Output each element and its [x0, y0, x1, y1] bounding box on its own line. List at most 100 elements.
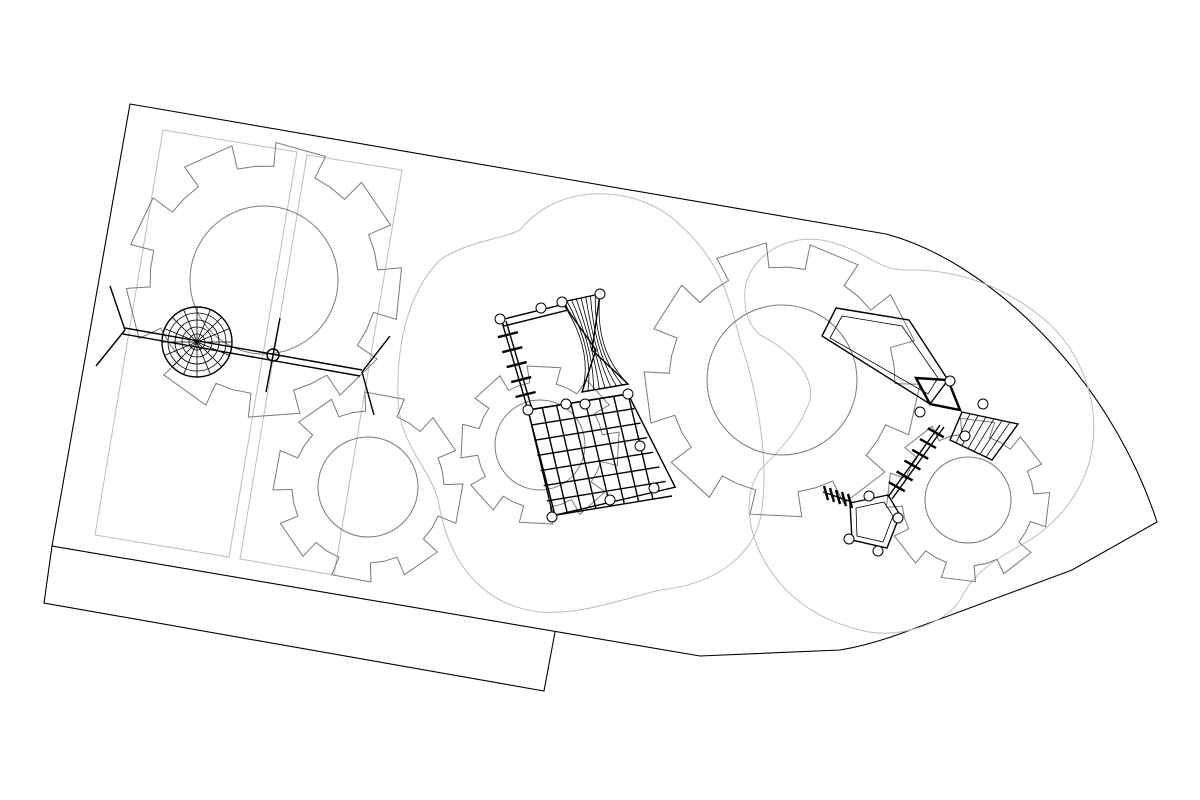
ladder-rung: [896, 470, 914, 482]
rope-climbing-net: [494, 288, 677, 523]
ladder-rung: [846, 493, 854, 509]
bridge-rope: [585, 296, 612, 388]
post: [594, 288, 606, 300]
spinner-beam-edge: [122, 333, 361, 377]
net-rope: [570, 402, 597, 509]
net-rope: [541, 407, 568, 514]
chain-ladder: [497, 320, 536, 411]
net-rope: [613, 396, 640, 502]
post: [892, 512, 904, 524]
site-outline: [51, 103, 1158, 657]
bridge-rope: [575, 298, 600, 390]
cloud-zone-center: [397, 193, 765, 613]
net-rope: [527, 409, 554, 516]
net-rope: [598, 398, 626, 505]
ladder-rung: [911, 448, 929, 460]
disc-spoke: [196, 341, 211, 375]
gear-zone: [460, 365, 620, 525]
disc-spoke: [183, 341, 198, 375]
slide-chute: [821, 307, 949, 405]
spinner-arms: [95, 285, 391, 416]
net-rope: [537, 437, 648, 457]
site-annex: [43, 545, 556, 692]
tower-deck: [849, 494, 901, 549]
disc-spoke: [164, 328, 198, 343]
spinner-equipment: [95, 285, 391, 416]
bridge-rope: [594, 294, 623, 386]
ladder-rung: [919, 437, 937, 450]
post: [556, 296, 568, 308]
stairs: [949, 411, 1020, 461]
site-boundary: [43, 103, 1158, 692]
disc-spoke: [196, 309, 211, 343]
gear-zone-core: [924, 456, 1012, 544]
stair-tread: [985, 422, 1011, 458]
ladder-rail: [891, 426, 945, 500]
spinner-arm: [265, 317, 281, 393]
bridge-rope: [580, 297, 606, 389]
post: [959, 430, 971, 442]
slide-bed: [829, 315, 939, 395]
net-rope: [534, 422, 641, 441]
bridge-rope: [598, 293, 629, 385]
bridge-rope: [561, 301, 586, 393]
ladder-rung: [903, 459, 921, 471]
net-rope: [527, 393, 629, 411]
ladder-rail: [887, 424, 941, 498]
stair-tread: [973, 418, 995, 452]
post: [622, 388, 634, 400]
tower-with-slide: [821, 307, 1020, 557]
ladder-rung: [510, 375, 532, 384]
post: [872, 545, 884, 557]
net-rope: [555, 405, 583, 512]
spinner-beam: [124, 327, 363, 371]
spinner-arm: [95, 285, 126, 367]
bridge-rope: [571, 299, 594, 391]
gear-zone: [885, 417, 1051, 583]
gear-zone: [272, 391, 464, 583]
post: [863, 490, 875, 502]
walkway: [498, 303, 570, 327]
ladder-rung: [834, 489, 842, 505]
net-rope: [543, 466, 660, 487]
disc-spoke: [164, 341, 198, 356]
post: [546, 511, 558, 523]
ladder-rung: [828, 487, 836, 503]
rect-zone-right: [239, 154, 403, 576]
disc-spoke: [196, 341, 230, 356]
slide: [821, 307, 962, 412]
net-rope: [530, 407, 635, 426]
slide-exit: [913, 376, 962, 412]
stair-tread: [967, 416, 987, 449]
net-rope: [549, 495, 673, 517]
spinner-hub: [266, 348, 280, 362]
post: [977, 398, 989, 410]
net-rope: [540, 451, 654, 472]
gear-zone: [643, 242, 921, 518]
gear-safety-zones: [125, 141, 1051, 583]
post: [843, 533, 855, 545]
stair-tread: [955, 413, 971, 444]
bridge-rope: [566, 300, 590, 392]
disc-spoke: [183, 309, 198, 343]
ladder-rung: [515, 390, 536, 399]
disc-spoke: [172, 317, 198, 343]
gear-zone-core: [494, 399, 586, 491]
rect-zone-left: [94, 129, 298, 558]
disc-spoke: [172, 341, 198, 367]
gear-zone-core: [706, 304, 858, 456]
ladder-rung: [822, 485, 830, 501]
ladder-rung: [506, 360, 527, 369]
disc-spoke: [196, 341, 222, 367]
net-rope: [546, 480, 666, 502]
post: [494, 313, 506, 325]
net-rope: [584, 400, 611, 507]
cloud-safety-zones: [397, 193, 1095, 634]
post: [560, 398, 572, 410]
post: [535, 302, 547, 314]
disc-spoke: [196, 328, 230, 343]
post: [634, 440, 646, 452]
spinner-disc-grid: [162, 307, 232, 377]
